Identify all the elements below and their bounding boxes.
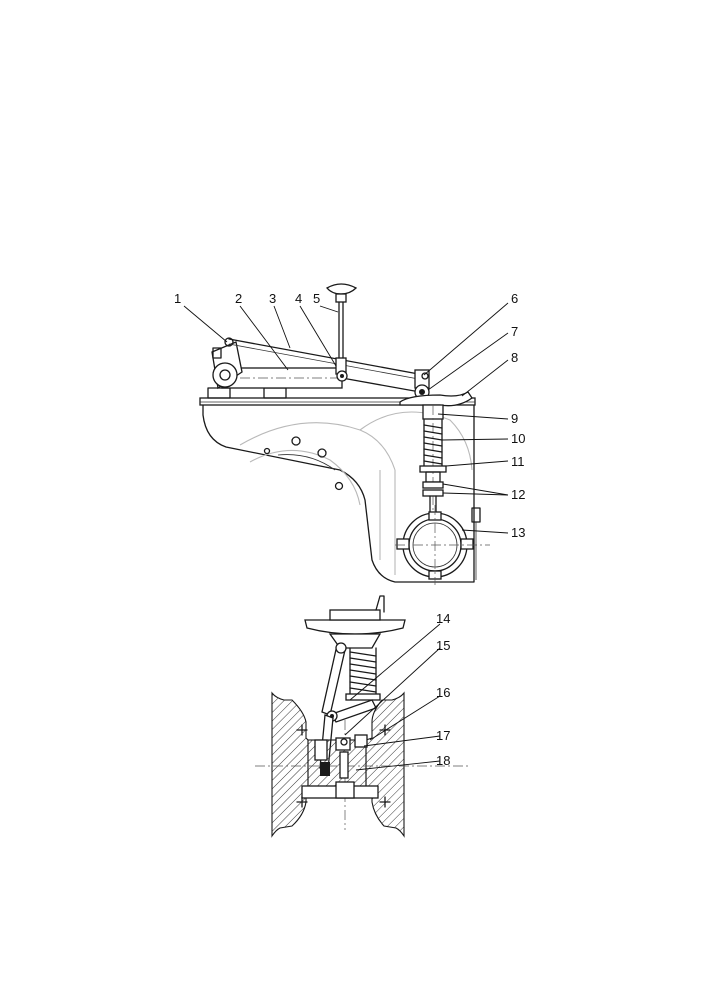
rod-3-lower	[228, 343, 425, 381]
callout-9: 9	[511, 411, 518, 426]
callout-17: 17	[436, 728, 450, 743]
housing-ghost-arc-right	[359, 411, 473, 471]
housing-wheel-arc	[277, 454, 336, 471]
spring-column	[419, 404, 447, 520]
callout-4: 4	[295, 291, 302, 306]
callout-11: 11	[511, 454, 525, 469]
callout-10: 10	[511, 431, 525, 446]
housing-outline	[202, 401, 475, 583]
callout-8: 8	[511, 350, 518, 365]
lower-flange-top	[329, 609, 381, 621]
leader-lines	[183, 302, 509, 771]
link-lower	[341, 377, 421, 393]
lower-housing-left	[271, 691, 309, 838]
housing-ghost-arc-left	[239, 422, 396, 471]
lower-gear-parts	[314, 734, 368, 799]
housing-ghost-inner	[379, 470, 396, 575]
housing-bolts	[263, 436, 344, 491]
rod-3	[228, 338, 425, 376]
callout-15: 15	[436, 638, 450, 653]
callout-2: 2	[235, 291, 242, 306]
lower-spring	[345, 647, 381, 701]
callout-labels: 1 2 3 4 5 6 7 8 9 10 11 12 13 14 15 16 1…	[174, 291, 525, 768]
upper-view	[199, 283, 490, 585]
lower-flange	[304, 619, 406, 635]
fitting-13	[471, 507, 481, 580]
lower-flange-tab	[375, 595, 385, 613]
lower-bolt-crosses	[296, 724, 391, 808]
joint-4	[335, 357, 348, 382]
callout-7: 7	[511, 324, 518, 339]
callout-1: 1	[174, 291, 181, 306]
callout-14: 14	[436, 611, 450, 626]
joint-6-7	[414, 369, 430, 400]
handle-5	[326, 283, 358, 359]
lower-view	[255, 595, 470, 838]
shaft-13	[395, 505, 490, 585]
callout-5: 5	[313, 291, 320, 306]
callout-6: 6	[511, 291, 518, 306]
lower-housing-right	[365, 691, 405, 838]
left-bracket	[207, 337, 343, 399]
callout-16: 16	[436, 685, 450, 700]
callout-13: 13	[511, 525, 525, 540]
callout-12: 12	[511, 487, 525, 502]
callout-3: 3	[269, 291, 276, 306]
callout-18: 18	[436, 753, 450, 768]
cover-8	[399, 391, 473, 407]
housing-ghost-wheel	[249, 449, 361, 506]
top-plate	[199, 397, 476, 406]
